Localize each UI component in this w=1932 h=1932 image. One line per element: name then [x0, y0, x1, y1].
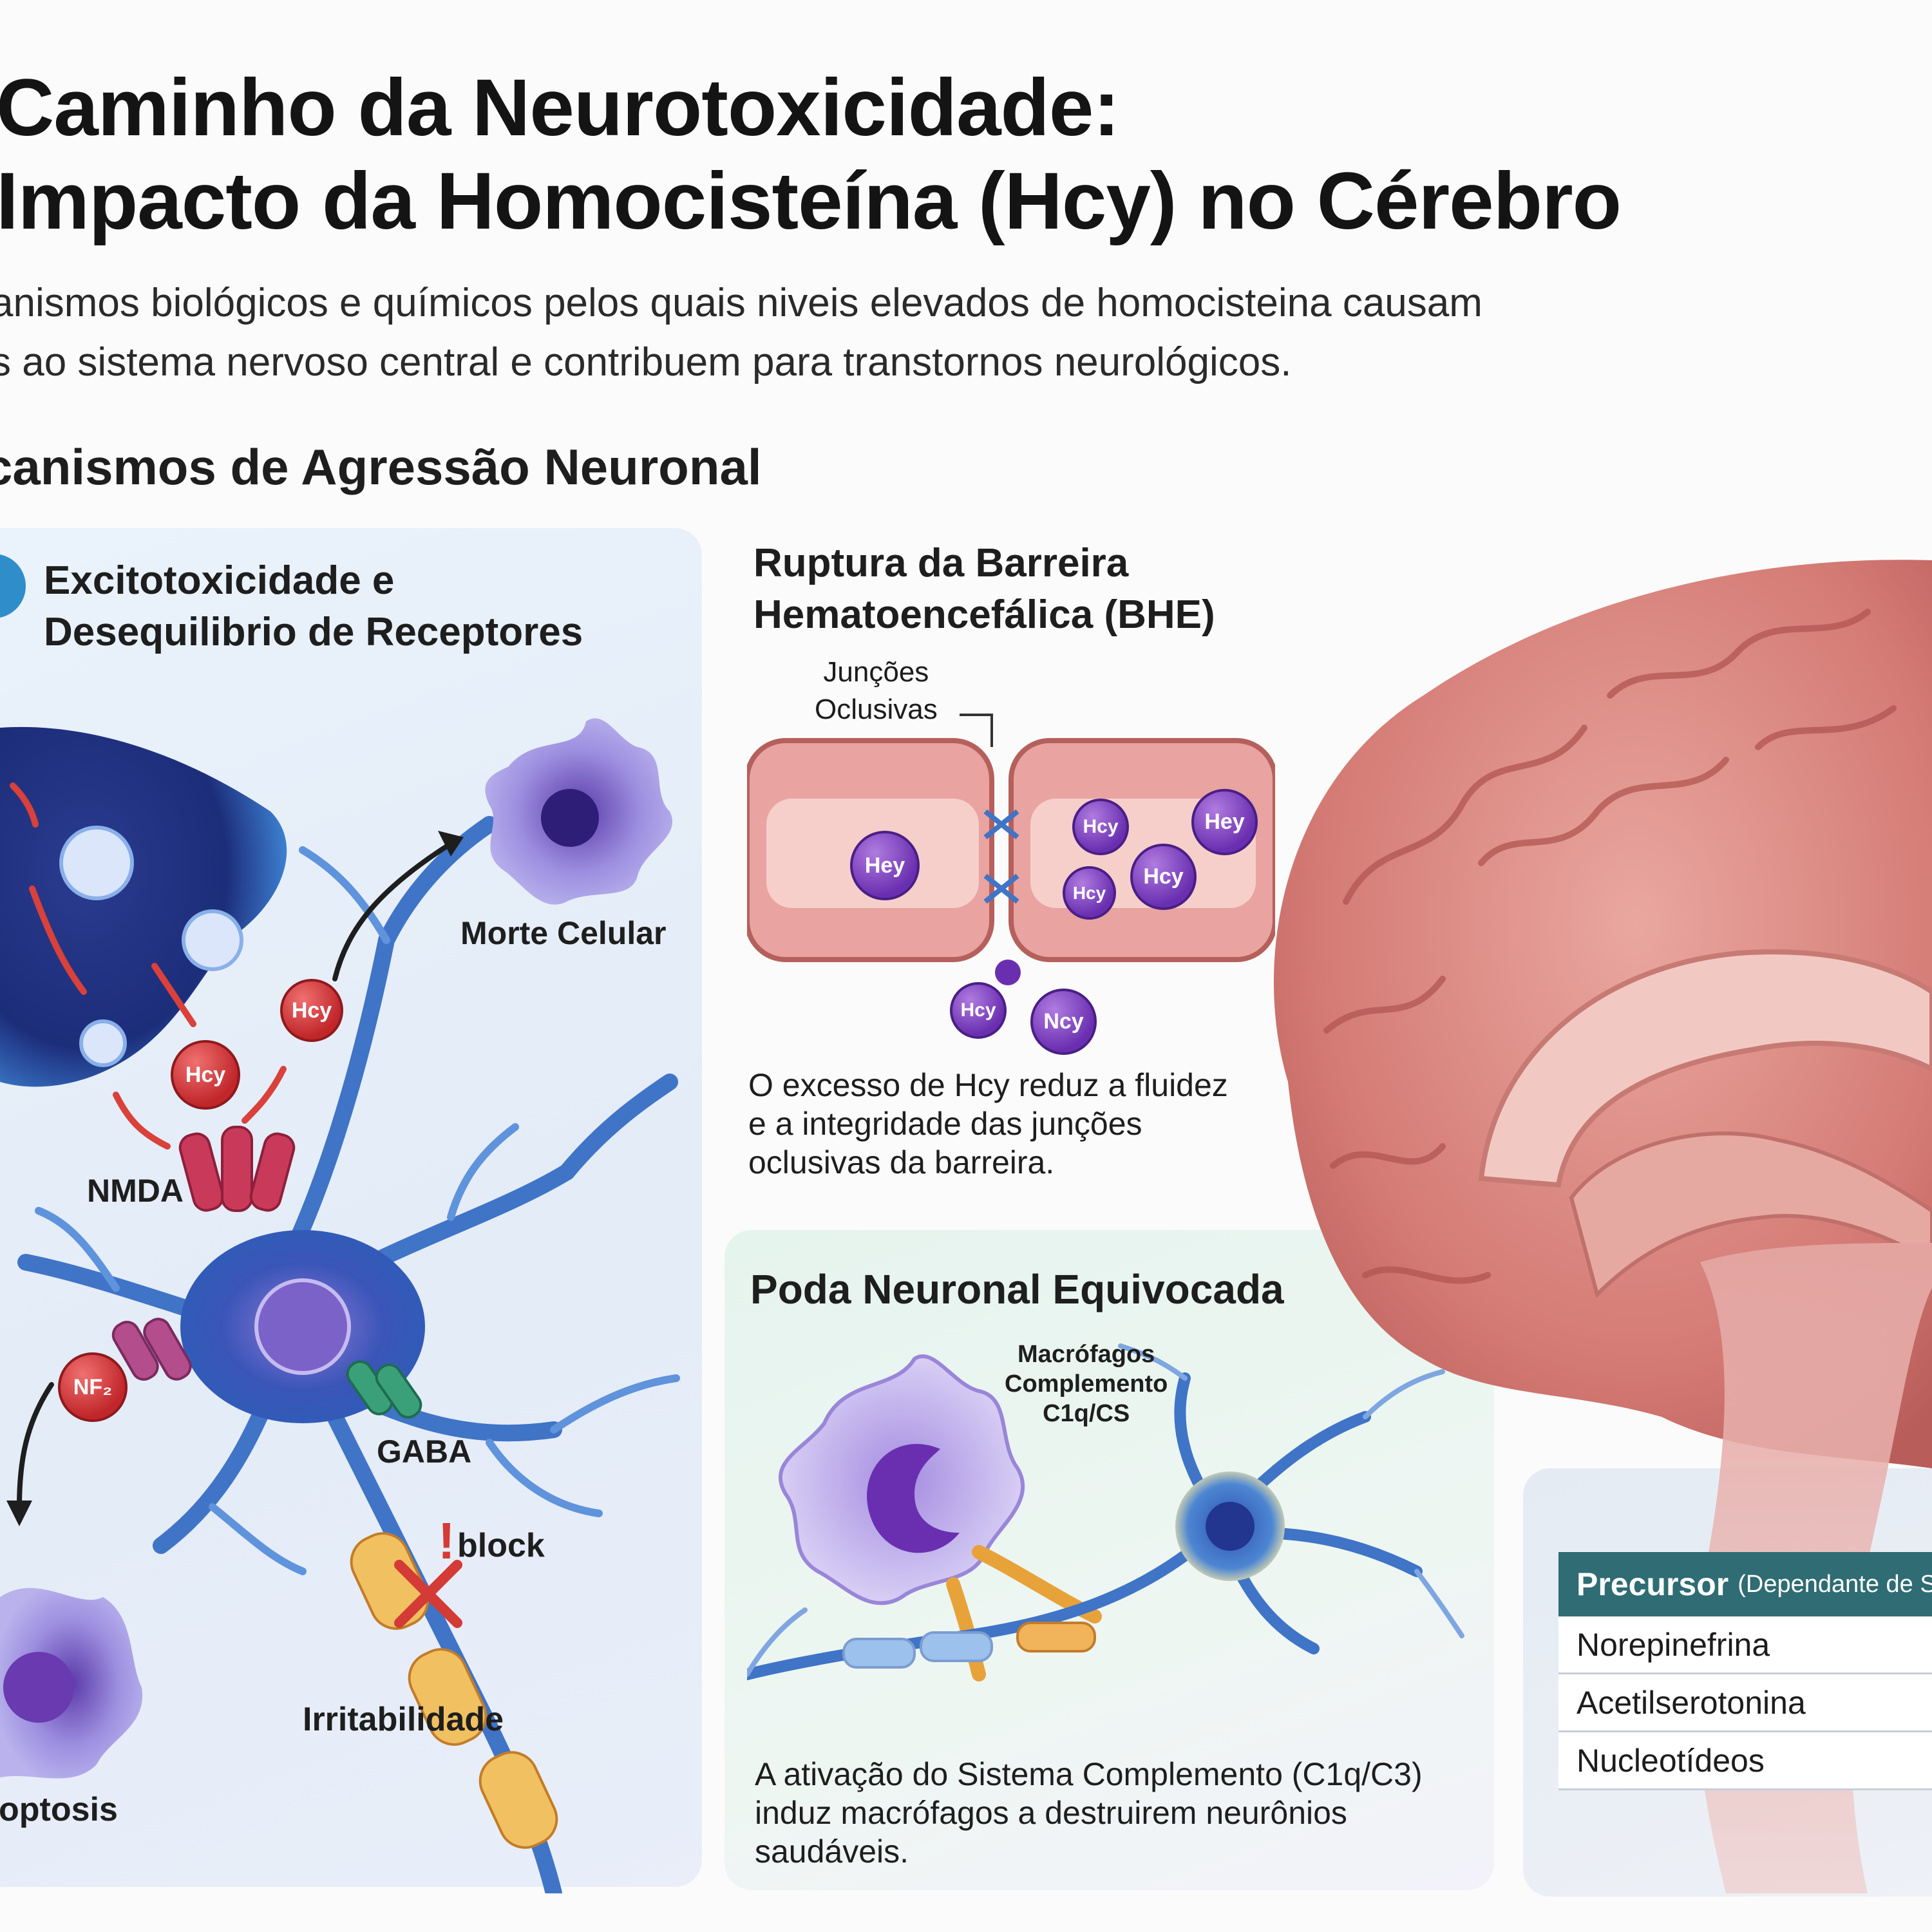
presynaptic-terminal — [0, 726, 287, 1087]
section-heading: canismos de Agressão Neuronal — [0, 439, 762, 495]
poda-illustration — [747, 1343, 1464, 1681]
block-label: block — [457, 1527, 545, 1564]
arrowhead — [438, 831, 464, 857]
junctions-label: Junções Oclusivas — [815, 654, 938, 728]
title-line-1: Caminho da Neurotoxicidade: — [0, 63, 1120, 153]
hcy-molecule: Hcy — [1130, 844, 1197, 910]
precursor-table: Precursor (Dependante de SA Norepinefrin… — [1558, 1552, 1932, 1790]
receptor-magenta — [111, 1318, 192, 1381]
macrophage-label-line-2: Complemento — [1005, 1370, 1168, 1397]
nmda-label: NMDA — [87, 1173, 184, 1209]
table-row: Nucleotídeos — [1558, 1732, 1932, 1790]
hcy-molecule: Hcy — [1063, 866, 1116, 920]
bbb-description-line-3: oclusivas da barreira. — [748, 1144, 1055, 1180]
gaba-receptor — [346, 1360, 422, 1419]
nf-molecule: NF₂ — [58, 1352, 128, 1422]
subtitle-line-1: anismos biológicos e químicos pelos quai… — [0, 281, 1482, 325]
table-header-main: Precursor — [1577, 1566, 1729, 1602]
morte-celular-label: Morte Celular — [460, 915, 667, 951]
subtitle-line-2: s ao sistema nervoso central e contribue… — [0, 340, 1292, 384]
hcy-molecule: Hey — [850, 831, 920, 900]
excitotoxicity-title-line-1: Excitotoxicidade e — [44, 558, 395, 603]
poda-description-line-1: A ativação do Sistema Complemento (C1q/C… — [755, 1756, 1423, 1792]
title-line-2: Impacto da Homocisteína (Hcy) no Cérebro — [0, 156, 1622, 246]
excitotoxicity-title-line-2: Desequilibrio de Receptores — [44, 610, 583, 654]
poda-title: Poda Neuronal Equivocada — [750, 1266, 1284, 1312]
gyri-lines — [1323, 609, 1897, 1284]
thalamus — [1569, 1132, 1932, 1298]
hcy-molecule: Hcy — [1072, 799, 1129, 855]
bbb-title: Ruptura da Barreira Hematoencefálica (BH… — [753, 538, 1215, 641]
gaba-label: GABA — [377, 1434, 472, 1470]
axon-myelin — [350, 1532, 558, 1849]
block-x-icon — [394, 1560, 462, 1628]
table-header-sub: (Dependante de SA — [1738, 1570, 1932, 1598]
neuron-nucleus — [254, 1278, 351, 1375]
poda-description-line-2: induz macrófagos a destruirem neurônios — [755, 1795, 1347, 1831]
bbb-description: O excesso de Hcy reduz a fluidez e a int… — [748, 1066, 1228, 1182]
poda-description: A ativação do Sistema Complemento (C1q/C… — [755, 1755, 1423, 1871]
dead-cell-nucleus — [541, 789, 599, 847]
hcy-molecule: Ncy — [1030, 989, 1097, 1055]
table-row: Acetilserotonina — [1558, 1674, 1932, 1732]
bbb-title-line-1: Ruptura da Barreira — [753, 541, 1129, 585]
black-arrows — [17, 841, 453, 1510]
macrophage-nucleus — [867, 1444, 960, 1553]
junctions-label-line-1: Junções — [823, 656, 929, 688]
irritabilidade-label: Irritabilidade — [303, 1701, 504, 1738]
hcy-particle — [995, 960, 1021, 985]
page-subtitle: anismos biológicos e químicos pelos quai… — [0, 274, 1482, 392]
bbb-title-line-2: Hematoencefálica (BHE) — [753, 592, 1215, 637]
bbb-description-line-2: e a integridade das junções — [748, 1106, 1142, 1142]
macrophage-label: Macrófagos Complemento C1q/CS — [1005, 1340, 1168, 1428]
junctions-label-line-2: Oclusivas — [815, 694, 938, 725]
table-header: Precursor (Dependante de SA — [1558, 1552, 1932, 1616]
hcy-molecule: Hey — [1191, 789, 1258, 855]
apoptosis-label: optosis — [0, 1791, 118, 1828]
nmda-receptor — [178, 1126, 296, 1212]
hcy-molecule: Hcy — [950, 982, 1007, 1039]
arrowhead — [6, 1501, 32, 1526]
brain-illustration — [1273, 560, 1932, 1893]
healthy-neuron-nucleus — [1206, 1502, 1255, 1551]
macrophage-label-line-1: Macrófagos — [1018, 1341, 1155, 1368]
table-row: Norepinefrina — [1558, 1616, 1932, 1674]
axon-segments — [842, 1631, 993, 1669]
macrophage-label-line-3: C1q/CS — [1043, 1400, 1130, 1427]
red-arrows — [10, 782, 287, 1150]
alert-icon: ! — [438, 1512, 455, 1569]
page-title: Caminho da Neurotoxicidade: Impacto da H… — [0, 61, 1622, 248]
hcy-molecule: Hcy — [171, 1040, 240, 1110]
excitotoxicity-title: Excitotoxicidade e Desequilibrio de Rece… — [44, 555, 583, 658]
vesicle — [79, 1019, 127, 1067]
junction-pointer — [960, 714, 993, 747]
neuron-branches — [747, 1343, 1464, 1677]
tight-junctions — [983, 809, 1019, 904]
hcy-molecule: Hcy — [280, 979, 343, 1042]
damaged-axon-segment — [1016, 1622, 1096, 1653]
vesicle — [182, 909, 243, 971]
vesicle — [59, 826, 134, 900]
apoptotic-cell-nucleus — [3, 1652, 74, 1723]
poda-description-line-3: saudáveis. — [755, 1833, 909, 1870]
bbb-description-line-1: O excesso de Hcy reduz a fluidez — [748, 1067, 1228, 1103]
excitotoxicity-illustration: ! — [0, 718, 680, 1893]
dendrite-branches — [35, 846, 680, 1575]
blood-vessel-illustration — [747, 714, 1275, 962]
